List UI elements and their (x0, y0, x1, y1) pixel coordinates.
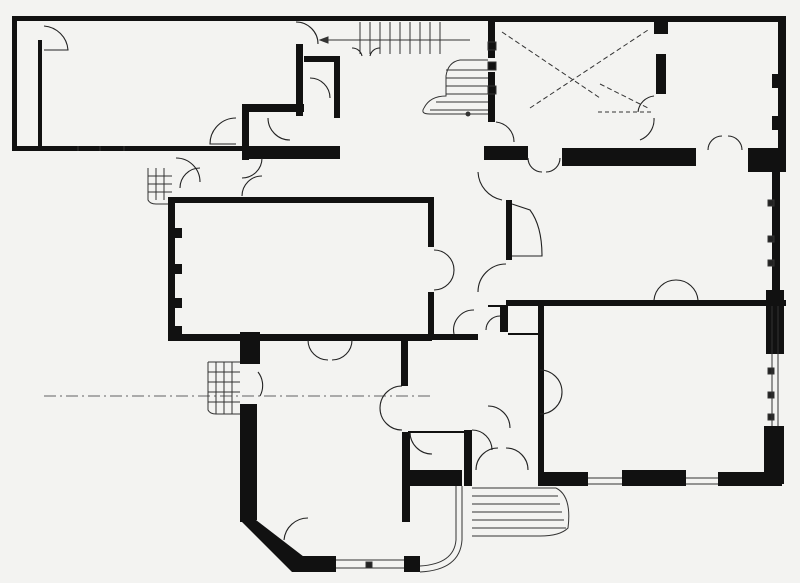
pier-2 (772, 116, 784, 130)
wall-right-upper (778, 20, 786, 170)
wall-salon-right-2 (772, 172, 780, 292)
wall-hall-left (402, 336, 408, 386)
walls (12, 16, 786, 572)
wall-bay-bottom-2 (404, 556, 420, 572)
dashed-diagonal-1 (501, 31, 601, 99)
wall-divider-mid (656, 54, 666, 94)
wall-divider-top (654, 20, 668, 34)
fine-lines (44, 29, 779, 569)
wall-gallery-left (12, 16, 17, 151)
pier-dr-2 (168, 264, 182, 274)
wall-corridor-b (242, 104, 249, 160)
wall-gallery-right (296, 44, 303, 116)
doors (43, 21, 743, 541)
wall-hall-top-mid (434, 334, 478, 340)
wall-hall-bottom (402, 470, 462, 486)
wall-gallery-top (12, 16, 492, 21)
wall-bay-top (240, 332, 260, 364)
wall-top-right (488, 16, 786, 22)
wall-drawing-bottom (168, 334, 432, 341)
wall-salon-top (506, 300, 786, 306)
main-stair-flight (318, 22, 470, 54)
wall-salon-bottom (538, 472, 588, 486)
partitions (255, 72, 538, 520)
wall-center-post (500, 306, 508, 332)
pier-dr-4 (168, 326, 182, 340)
wall-salon-corner (764, 426, 784, 484)
wall-corridor-c (242, 146, 340, 159)
curved-stair (422, 59, 488, 117)
wall-salon-left (538, 304, 544, 478)
wall-stair-right-2 (488, 72, 495, 122)
wall-salon-div (506, 200, 512, 260)
wall-salon-right (766, 290, 784, 354)
pier-dr-1 (168, 228, 182, 238)
wall-drawing-right-bot (428, 292, 434, 340)
wall-upper-bottom-m (562, 148, 696, 166)
wall-stair-right (488, 20, 495, 58)
wall-gallery-bottom (12, 146, 242, 151)
wall-bay-angle (240, 520, 308, 572)
stairs (147, 22, 570, 573)
wall-upper-bottom-l (484, 146, 528, 160)
dashed-diagonal-3 (599, 83, 649, 109)
door-gallery (43, 25, 69, 51)
pier-1 (772, 74, 784, 88)
wall-drawing-right-top (428, 197, 434, 247)
wall-bay-bottom (292, 556, 336, 572)
wall-drawing-top (168, 197, 432, 203)
pier-dr-3 (168, 298, 182, 308)
bay-steps (207, 361, 240, 415)
wall-corridor-a (242, 104, 304, 112)
wall-salon-bottom-2 (622, 470, 686, 486)
wall-upper-bottom-r (748, 148, 786, 172)
wall-corridor-e (304, 56, 340, 62)
west-steps (147, 168, 172, 205)
wall-gallery-inner-post (38, 40, 42, 148)
wall-vestibule-post (464, 430, 472, 486)
entrance-steps (419, 486, 570, 573)
wall-bay-left (240, 404, 256, 522)
